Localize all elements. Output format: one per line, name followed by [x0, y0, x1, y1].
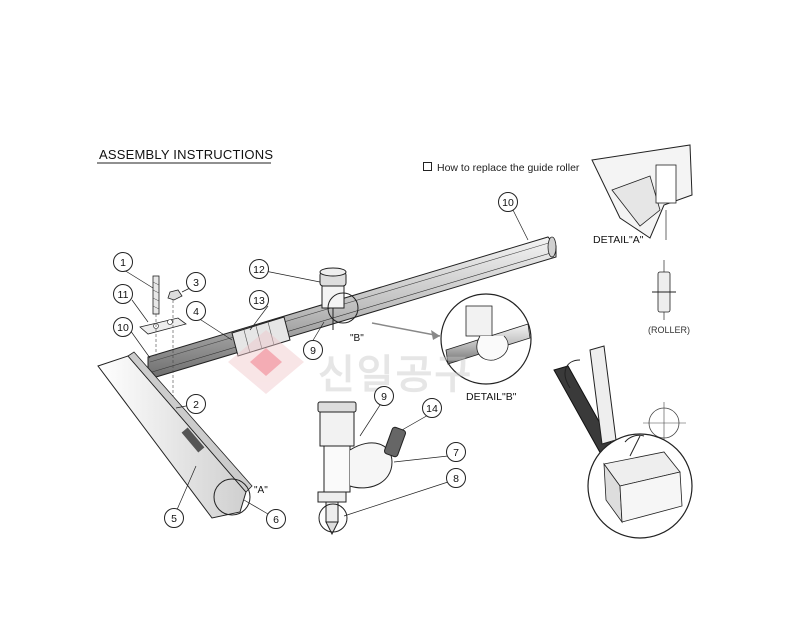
callout-2: 2 [186, 394, 206, 414]
grip-sleeve [231, 316, 291, 357]
screw-part [152, 275, 160, 315]
callout-8: 8 [446, 468, 466, 488]
callout-14: 14 [422, 398, 442, 418]
cutting-head-small [319, 267, 347, 330]
callout-13: 13 [249, 290, 269, 310]
checkbox-square-icon [423, 162, 432, 171]
callout-12: 12 [249, 259, 269, 279]
guide-body [97, 351, 253, 519]
guide-roller-note: How to replace the guide roller [423, 162, 579, 174]
marker-b-label: "B" [350, 333, 364, 344]
detail-a-view [591, 144, 693, 240]
detail-c-view [587, 433, 693, 539]
callout-7: 7 [446, 442, 466, 462]
roller-part [652, 260, 676, 320]
callout-9-bar: 9 [303, 340, 323, 360]
detail-a-marker-circle [213, 478, 251, 516]
callout-11: 11 [113, 284, 133, 304]
watermark-text: 신일공구 [318, 353, 474, 397]
callout-10-bar: 10 [498, 192, 518, 212]
detail-a-label: DETAIL"A" [593, 234, 644, 246]
detail-b-view [440, 293, 532, 385]
callout-1: 1 [113, 252, 133, 272]
callout-6: 6 [266, 509, 286, 529]
detail-b-label: DETAIL"B" [466, 391, 517, 403]
callout-9-head: 9 [374, 386, 394, 406]
guide-roller-note-text: How to replace the guide roller [437, 162, 580, 174]
detail-b-arrow [371, 322, 441, 337]
cutter-head-assembly [317, 401, 407, 536]
callout-5: 5 [164, 508, 184, 528]
marker-a-label: "A" [254, 485, 268, 496]
callout-4: 4 [186, 301, 206, 321]
page-title: ASSEMBLY INSTRUCTIONS [99, 147, 274, 162]
roller-label: (ROLLER) [648, 325, 691, 335]
detail-b-marker-circle [327, 292, 359, 324]
callout-3: 3 [186, 272, 206, 292]
callout-10-body: 10 [113, 317, 133, 337]
watermark-logo [228, 330, 304, 394]
nut-part [167, 289, 183, 301]
plate-part [139, 317, 187, 335]
